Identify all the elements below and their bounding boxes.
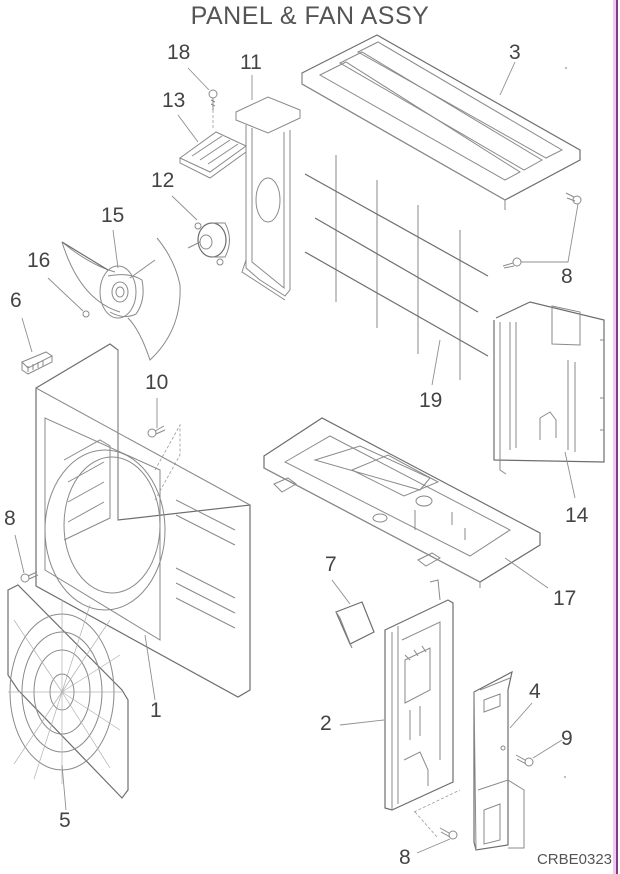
leader-3 (499, 61, 516, 96)
leader-6 (21, 317, 33, 353)
stray-dot (565, 67, 567, 69)
callout-17: 17 (553, 587, 577, 610)
callout-6: 6 (10, 289, 22, 312)
leader-8-left (14, 534, 25, 574)
part-motor-support (235, 96, 301, 301)
part-screw-8-top (502, 192, 582, 269)
callout-19: 19 (419, 389, 443, 412)
callout-11: 11 (240, 51, 262, 74)
part-screw-8-bottom (439, 827, 458, 840)
callout-3: 3 (509, 41, 521, 64)
page-edge-highlight (613, 0, 616, 874)
callout-14: 14 (565, 504, 589, 527)
part-screw-18 (208, 89, 218, 130)
callout-10: 10 (145, 371, 169, 394)
leader-12 (171, 195, 198, 221)
page-edge (616, 0, 618, 874)
part-motor-bracket (179, 131, 247, 179)
callout-8-bottom: 8 (399, 846, 411, 869)
part-top-panel (301, 34, 581, 210)
part-propeller-fan (61, 237, 181, 361)
leader-8-top (521, 203, 579, 263)
part-cover-plate (335, 601, 375, 649)
leader-9 (532, 739, 563, 759)
leader-7 (331, 579, 351, 605)
callout-1: 1 (150, 699, 162, 722)
callout-12: 12 (151, 169, 175, 192)
callout-2: 2 (320, 712, 332, 735)
part-rear-guard-wire (304, 155, 489, 380)
leader-2 (339, 719, 385, 726)
part-rear-panel (493, 301, 605, 475)
leader-4 (509, 702, 533, 729)
callout-9: 9 (561, 727, 573, 750)
callout-4: 4 (529, 680, 541, 703)
leader-5 (61, 764, 67, 811)
leader-13 (177, 114, 199, 143)
leader-15 (112, 229, 119, 269)
callout-8-left: 8 (4, 507, 16, 530)
part-front-panel (35, 343, 251, 698)
diagram-title: PANEL & FAN ASSY (190, 2, 430, 30)
callout-15: 15 (101, 204, 125, 227)
part-right-side-panel (384, 579, 461, 839)
callout-8-top: 8 (561, 265, 573, 288)
part-handle (21, 351, 53, 375)
stray-dot (564, 776, 566, 778)
leader-19 (431, 339, 441, 386)
part-fan-nut (82, 310, 90, 318)
leader-17 (504, 557, 549, 589)
callout-13: 13 (162, 89, 186, 112)
leader-8-bottom (416, 838, 451, 854)
leader-1 (144, 634, 156, 701)
leader-14 (564, 451, 576, 499)
part-fan-guard (7, 584, 129, 799)
callout-18: 18 (167, 41, 191, 64)
leader-16 (47, 277, 84, 312)
part-screw-10 (147, 425, 166, 438)
leader-18 (187, 67, 210, 91)
callout-16: 16 (27, 249, 51, 272)
part-screw-8-left (20, 571, 39, 583)
callout-5: 5 (59, 809, 71, 832)
callout-7: 7 (325, 553, 337, 576)
drawing-code: CRBE0323 (536, 851, 612, 868)
part-fan-motor (187, 222, 230, 266)
part-valve-cover (473, 670, 525, 851)
part-screw-9 (515, 754, 534, 767)
part-base-pan (263, 417, 541, 588)
